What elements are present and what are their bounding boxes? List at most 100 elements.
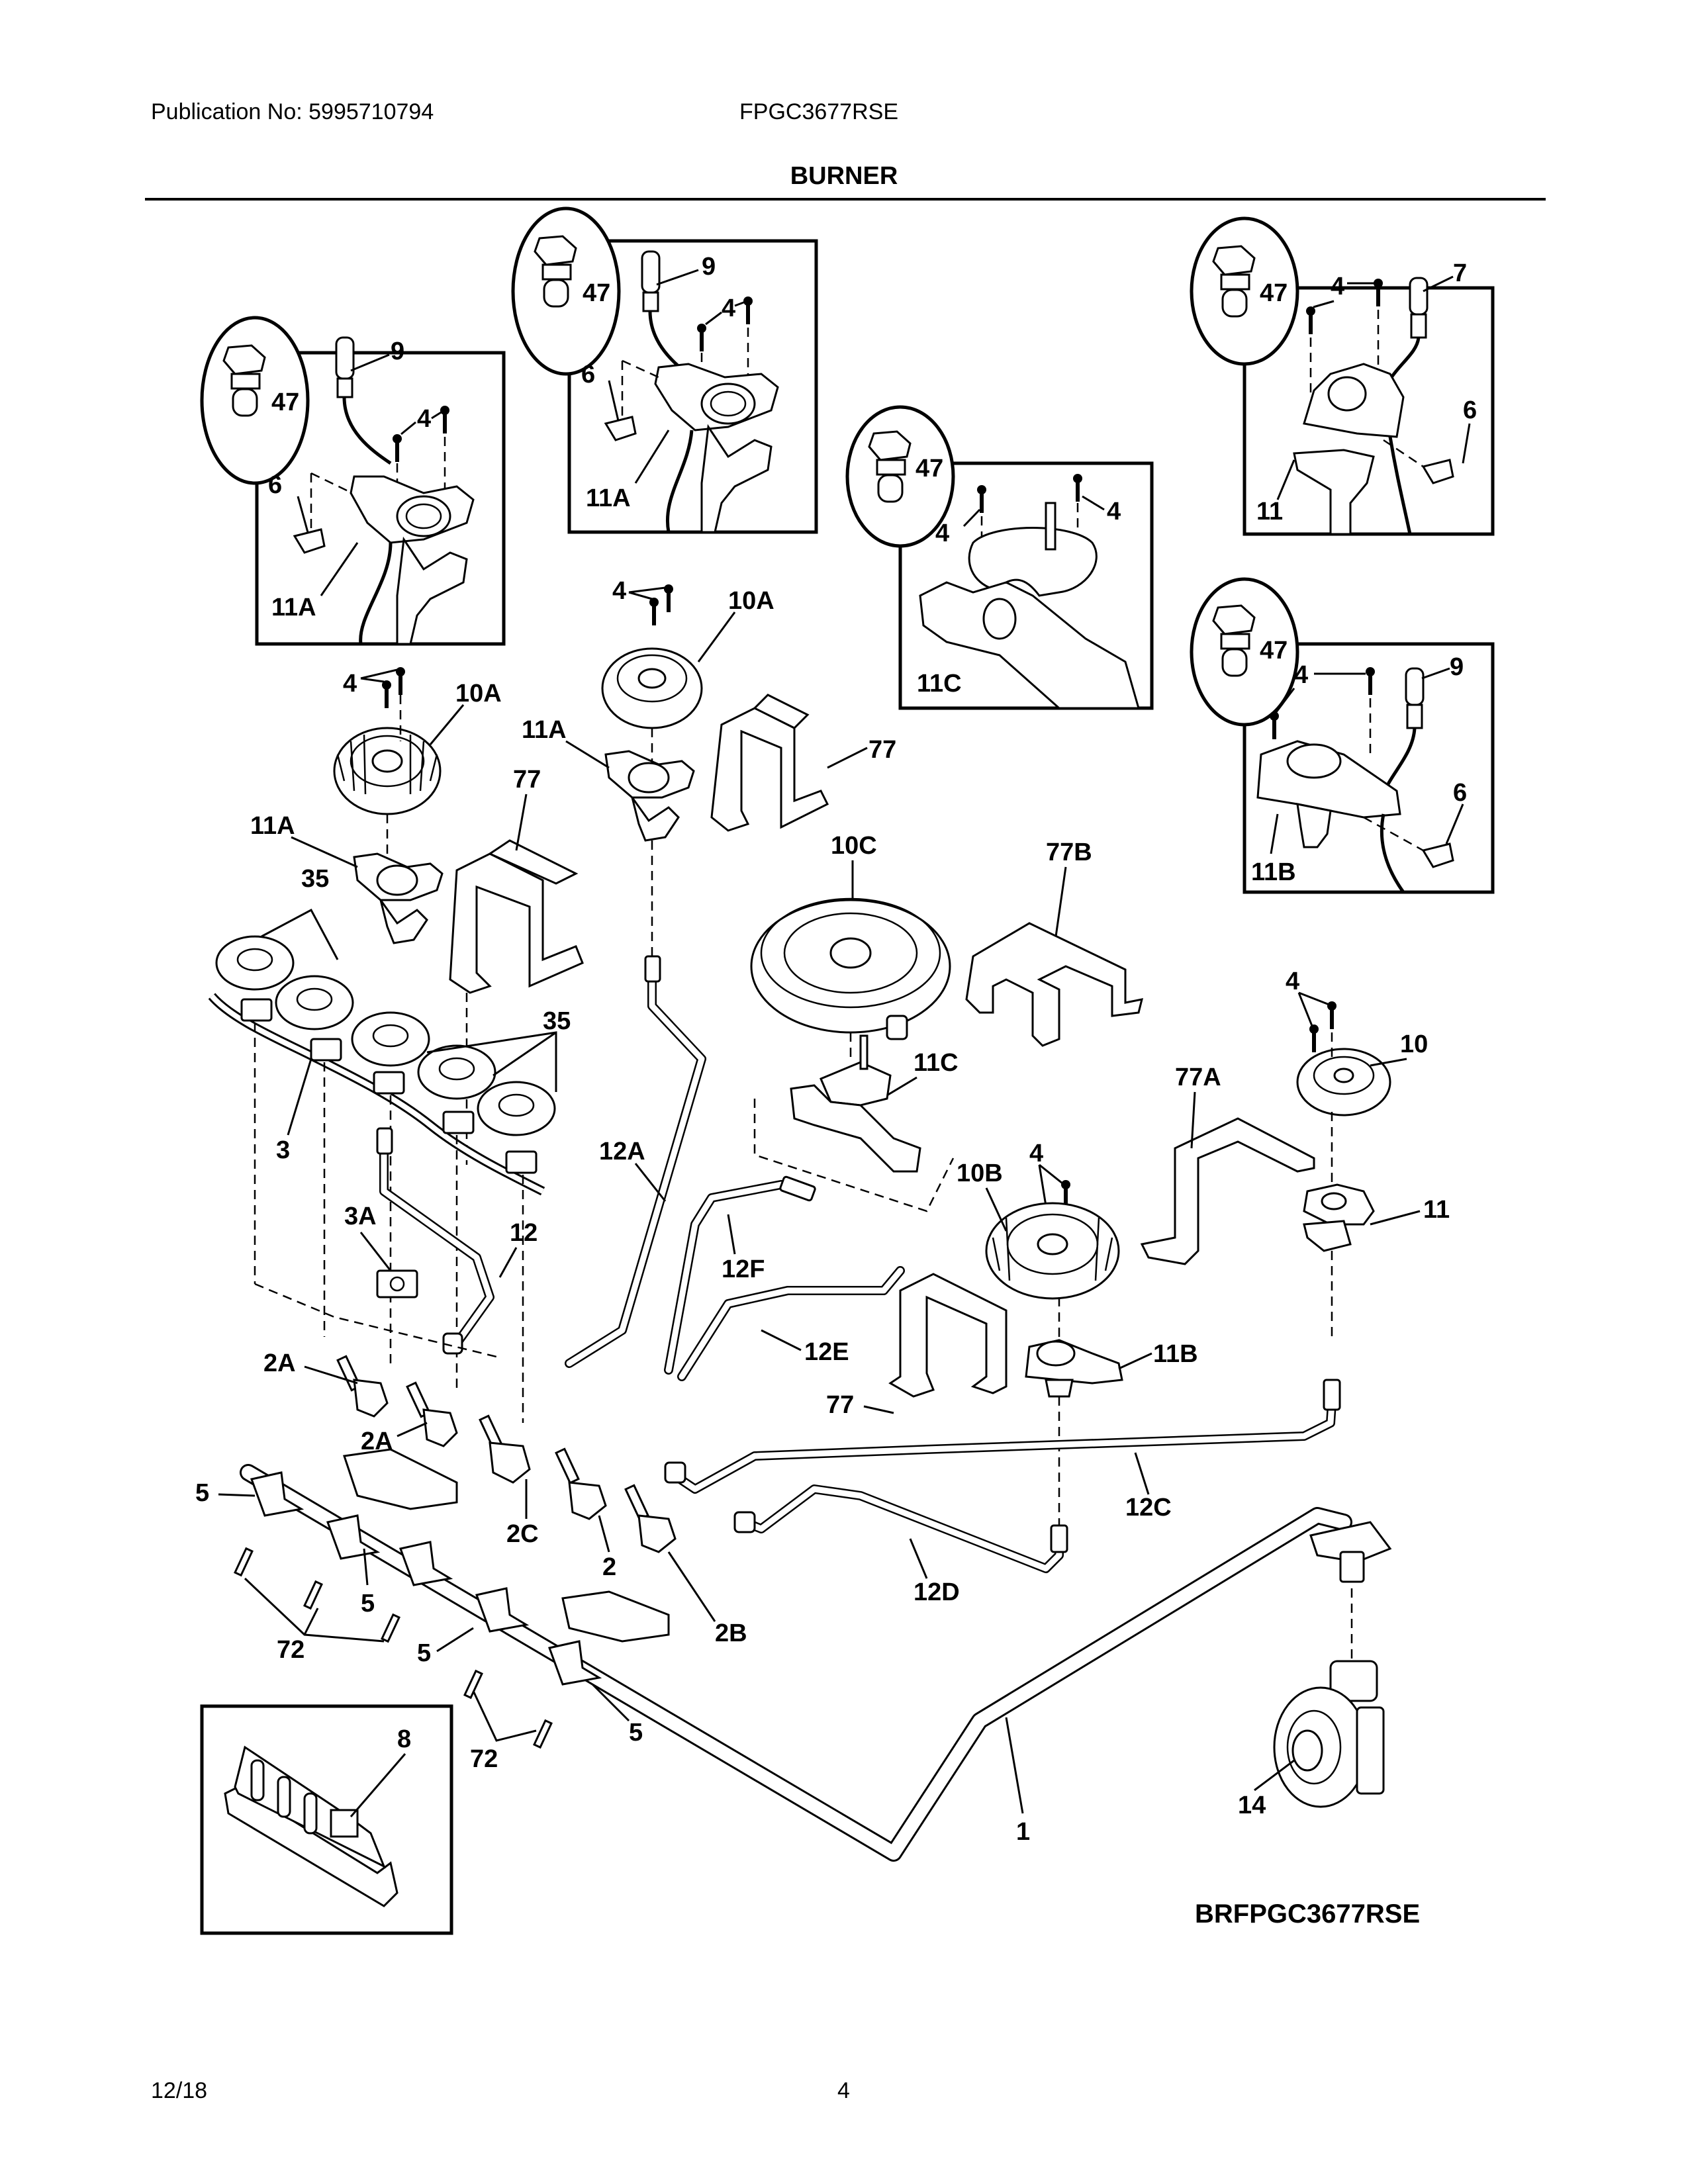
clip-icon [293, 528, 326, 554]
callout-4: 4 [1331, 273, 1344, 300]
callout-2c: 2C [506, 1520, 539, 1548]
callout-6: 6 [1463, 396, 1477, 424]
callout-4: 4 [343, 670, 357, 698]
inset-11c: 47 4 4 11C [845, 405, 1154, 710]
header-divider [145, 198, 1546, 201]
callout-2b: 2B [715, 1619, 747, 1647]
inset-11b: 47 4 9 6 11B [1190, 577, 1495, 894]
callout-4: 4 [1029, 1140, 1043, 1167]
inset-frame [1243, 642, 1495, 894]
callout-11b: 11B [1251, 858, 1296, 886]
bracket-77b [965, 922, 1144, 1047]
callout-9: 9 [702, 253, 716, 281]
inset-frame [567, 239, 818, 534]
valve-2a-2 [406, 1381, 458, 1447]
inset-11a-left: 47 9 4 6 11A [200, 316, 506, 646]
callout-3a: 3A [344, 1203, 377, 1230]
burner-head-10c [750, 897, 951, 1040]
burner-base-11b-icon [1256, 740, 1401, 848]
callout-12e: 12E [804, 1338, 849, 1366]
orifice-spud-icon [534, 235, 577, 308]
valve-2a-1 [336, 1355, 389, 1418]
footer-page-number: 4 [837, 2078, 850, 2103]
callout-11: 11 [1423, 1196, 1450, 1224]
electrode-icon [641, 250, 693, 379]
clip-icon [1421, 842, 1454, 868]
gas-tube-12d [733, 1484, 1068, 1573]
callout-5: 5 [417, 1639, 431, 1667]
callout-4: 4 [722, 295, 735, 322]
inset-8: 8 [200, 1704, 453, 1935]
burner-base-11a-icon [654, 363, 779, 533]
valve-2 [555, 1447, 607, 1520]
bracket-77-left [449, 839, 584, 994]
orifice-spud-icon [222, 344, 266, 417]
inset-frame [200, 1704, 453, 1935]
burner-base-11a-icon [350, 475, 475, 645]
screw-icon [1270, 667, 1375, 739]
callout-2a: 2A [263, 1349, 296, 1377]
callout-47: 47 [271, 388, 299, 416]
callout-77: 77 [868, 736, 896, 764]
screw-icon [393, 406, 449, 462]
callout-6: 6 [1453, 779, 1467, 807]
electrode-icon [335, 336, 392, 465]
callout-4: 4 [935, 520, 949, 547]
valve-2c [479, 1414, 531, 1484]
callout-47: 47 [1260, 637, 1288, 664]
callout-2: 2 [602, 1553, 616, 1581]
callout-10a: 10A [455, 680, 502, 707]
callout-6: 6 [268, 471, 282, 499]
callout-11a: 11A [250, 812, 295, 840]
screw-icon [1306, 279, 1383, 334]
publication-number: Publication No: 5995710794 [151, 99, 434, 124]
burner-head-10a-center [601, 647, 703, 729]
orifice-spud-icon [1212, 245, 1256, 318]
burner-base-11a-main-center [604, 750, 695, 842]
callout-11: 11 [1256, 498, 1283, 525]
inset-11-top-right: 47 4 7 6 11 [1190, 216, 1495, 536]
gas-tube-12e [677, 1266, 905, 1381]
callout-12: 12 [510, 1219, 538, 1247]
burner-base-11c-main [790, 1034, 921, 1173]
callout-7: 7 [1453, 259, 1467, 287]
screw-72 [234, 1547, 553, 1749]
screw-icon [977, 474, 1082, 513]
spark-module-8-icon [224, 1745, 399, 1907]
burner-cap-35 [215, 935, 556, 1136]
callout-4: 4 [612, 577, 626, 605]
callout-12f: 12F [722, 1255, 765, 1283]
callout-4: 4 [417, 405, 431, 433]
callout-10a: 10A [728, 587, 774, 615]
callout-11b: 11B [1153, 1340, 1198, 1368]
callout-4: 4 [1286, 968, 1299, 995]
callout-11a: 11A [586, 484, 631, 512]
burner-base-11 [1303, 1183, 1375, 1252]
callout-4: 4 [1107, 498, 1121, 525]
callout-5: 5 [361, 1590, 375, 1617]
callout-35: 35 [543, 1007, 571, 1035]
callout-10c: 10C [831, 832, 877, 860]
electrode-icon [1382, 277, 1429, 398]
callout-4: 4 [1294, 661, 1308, 689]
callout-77a: 77A [1175, 1064, 1221, 1091]
burner-base-11c-icon [919, 502, 1140, 709]
burner-base-11-icon [1293, 363, 1405, 535]
callout-5: 5 [195, 1479, 209, 1507]
clip-icon [604, 416, 637, 441]
igniter-harness-3 [208, 993, 545, 1196]
bracket-77a [1140, 1117, 1315, 1265]
callout-47: 47 [583, 279, 610, 307]
callout-5: 5 [629, 1719, 643, 1747]
callout-14: 14 [1238, 1792, 1266, 1819]
callout-9: 9 [1450, 653, 1464, 681]
valve-2b [624, 1484, 677, 1553]
orifice-spud-icon [868, 430, 912, 503]
callout-72: 72 [277, 1636, 305, 1664]
gas-tube-12 [376, 1127, 494, 1355]
screw-icon [382, 667, 405, 708]
model-number: FPGC3677RSE [739, 99, 898, 124]
spark-switch-3a [376, 1269, 418, 1298]
electrode-icon [1382, 667, 1425, 795]
callout-8: 8 [397, 1725, 411, 1753]
